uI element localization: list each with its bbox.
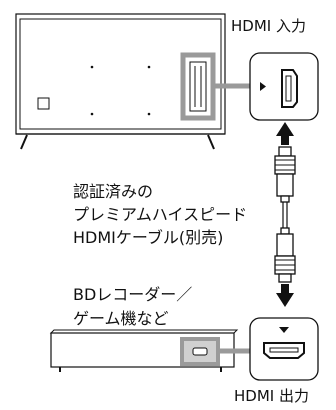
tv-hdmi-port-highlight bbox=[180, 52, 216, 121]
hdmi-cable-icon bbox=[274, 146, 296, 283]
device-label-line-1: BDレコーダー／ bbox=[73, 285, 193, 304]
cable-label-line-1: 認証済みの bbox=[73, 182, 154, 201]
hdmi-port-icon bbox=[249, 52, 319, 121]
hdmi-output-label: HDMI 出力 bbox=[234, 387, 309, 405]
arrow-down-icon bbox=[276, 284, 294, 307]
hdmi-port-icon bbox=[249, 317, 319, 381]
cable-description: 認証済みの プレミアムハイスピード HDMIケーブル(別売) bbox=[73, 180, 247, 249]
arrow-up-icon bbox=[276, 122, 294, 145]
cable-label-line-3: HDMIケーブル(別売) bbox=[73, 228, 224, 247]
recorder-hdmi-port-highlight bbox=[180, 337, 220, 366]
cable-label-line-2: プレミアムハイスピード bbox=[73, 205, 248, 224]
hdmi-input-label: HDMI 入力 bbox=[231, 17, 306, 35]
device-description: BDレコーダー／ ゲーム機など bbox=[73, 283, 192, 331]
device-label-line-2: ゲーム機など bbox=[73, 309, 169, 328]
